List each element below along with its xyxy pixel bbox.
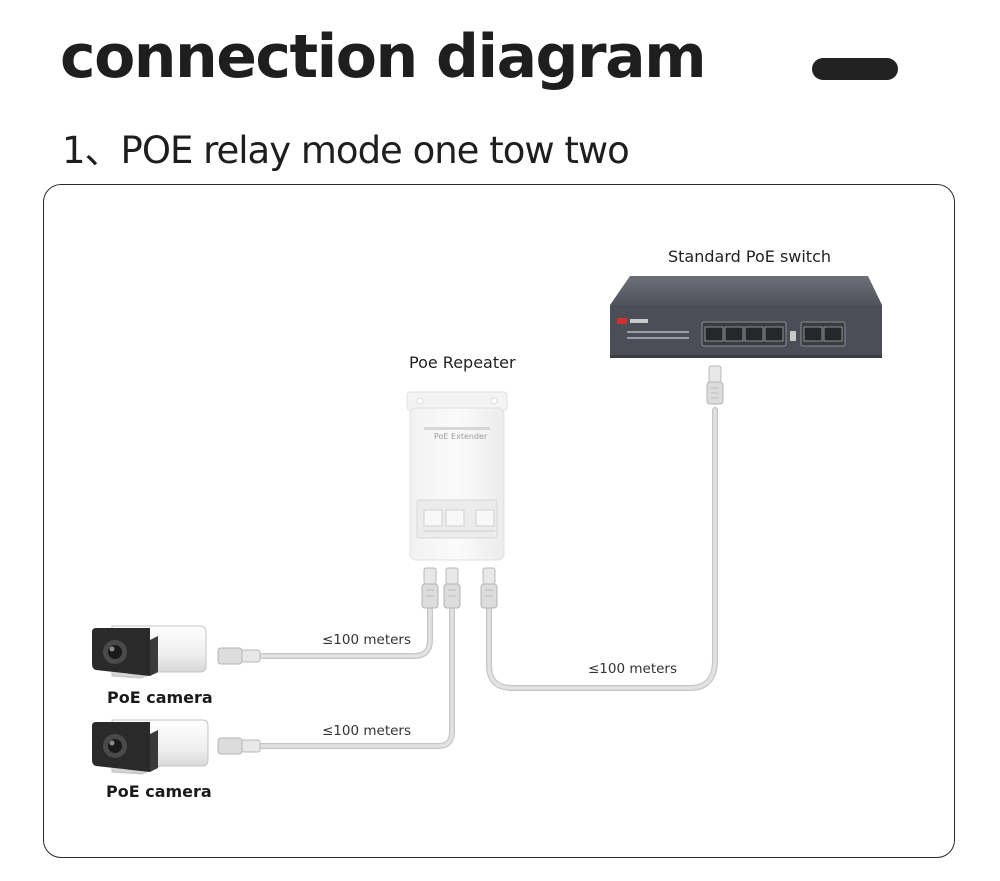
rj45-plug-icon <box>443 567 461 609</box>
title-pill-decoration <box>812 58 898 80</box>
poe-extender-icon <box>406 391 508 561</box>
distance-label: ≤100 meters <box>322 632 412 648</box>
section-title: 1、POE relay mode one tow two <box>62 129 630 172</box>
rj45-plug-icon <box>217 647 261 665</box>
camera-label: PoE camera <box>107 688 213 707</box>
rj45-plug-icon <box>706 365 724 405</box>
cable-repeater-to-camera-1 <box>259 607 433 659</box>
repeater-label: Poe Repeater <box>409 353 516 372</box>
page-title: connection diagram <box>60 22 707 92</box>
distance-label: ≤100 meters <box>588 661 678 677</box>
rj45-plug-icon <box>217 737 261 755</box>
bullet-camera-icon <box>92 625 207 679</box>
diagram-frame <box>43 184 955 858</box>
camera-label: PoE camera <box>106 782 212 801</box>
distance-label: ≤100 meters <box>322 723 412 739</box>
extender-panel-text: PoE Extender <box>434 432 488 441</box>
rj45-plug-icon <box>480 567 498 609</box>
bullet-camera-icon <box>92 719 209 775</box>
cable-switch-to-repeater <box>486 407 718 691</box>
switch-label: Standard PoE switch <box>668 247 832 266</box>
cable-repeater-to-camera-2 <box>259 607 455 749</box>
rj45-plug-icon <box>421 567 439 609</box>
poe-switch-icon <box>610 276 882 358</box>
